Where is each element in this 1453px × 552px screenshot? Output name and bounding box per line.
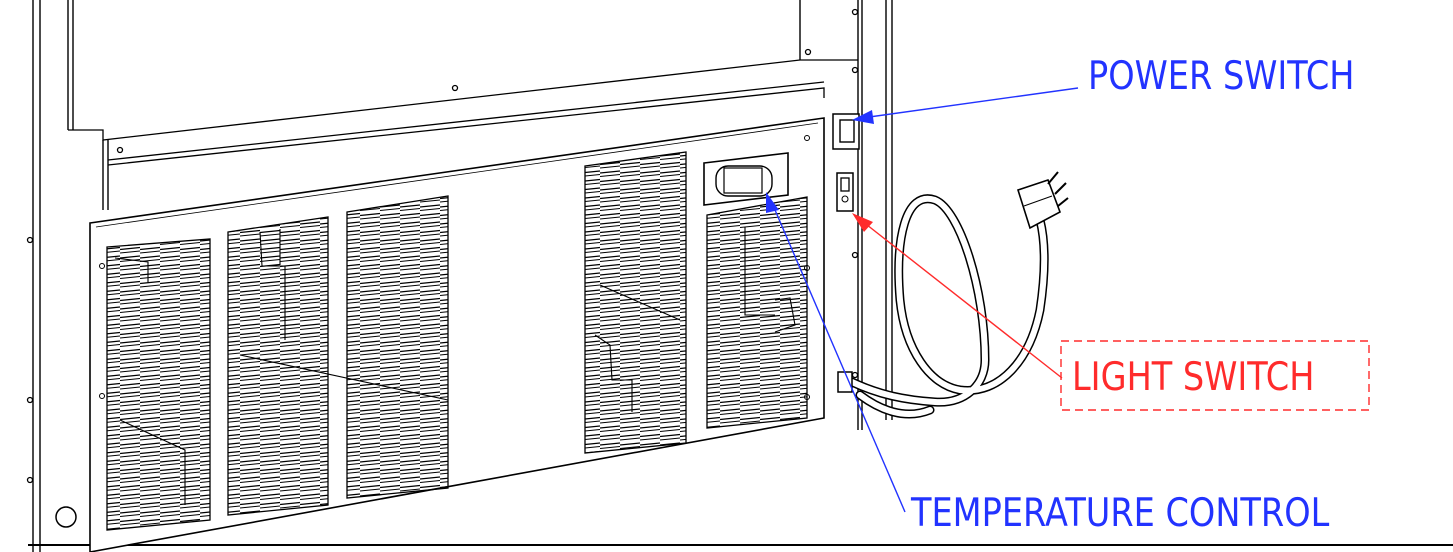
light-switch-rocker[interactable] <box>837 173 853 211</box>
temperature-control-dial[interactable] <box>704 153 788 205</box>
light-switch-leader <box>852 213 1062 378</box>
light-switch-label: LIGHT SWITCH <box>1072 358 1314 397</box>
temperature-control-label: TEMPERATURE CONTROL <box>911 494 1329 533</box>
power-switch-label: POWER SWITCH <box>1088 57 1354 96</box>
